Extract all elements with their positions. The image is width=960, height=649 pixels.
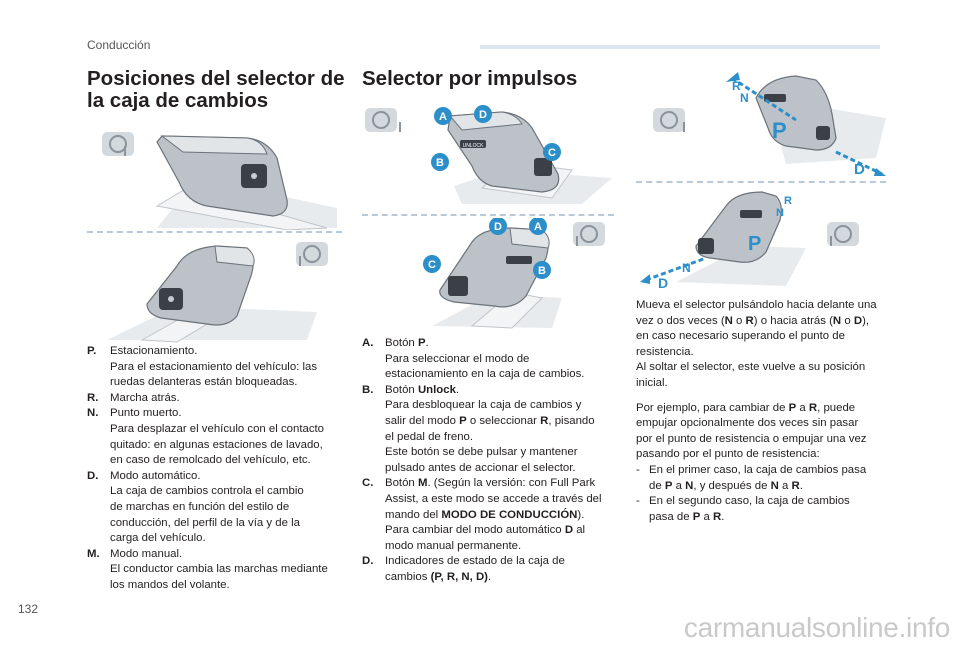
page-number: 132 bbox=[18, 602, 39, 616]
svg-text:D: D bbox=[494, 221, 502, 233]
impulse-selector-illustration-bottom: D A C B bbox=[423, 218, 605, 329]
definition-n: N. Punto muerto.Para desplazar el vehícu… bbox=[87, 407, 325, 467]
right-text: Mueva el selector pulsándolo hacia delan… bbox=[636, 298, 896, 525]
steering-wheel-icon bbox=[365, 108, 397, 132]
badge-a-bottom: A bbox=[529, 218, 547, 235]
list-item-2: - En el segundo caso, la caja de cambios… bbox=[636, 495, 850, 523]
paragraph-2: Por ejemplo, para cambiar de P a R, pued… bbox=[636, 401, 867, 461]
gear-letter-d-2: D bbox=[658, 275, 668, 291]
definition-d: D. Modo automático.La caja de cambios co… bbox=[87, 469, 304, 545]
svg-text:B: B bbox=[538, 265, 546, 277]
badge-b-bottom: B bbox=[533, 261, 551, 279]
unlock-label: UNLOCK bbox=[463, 143, 485, 149]
impulse-selector-illustration-top: UNLOCK A D C B bbox=[365, 105, 612, 204]
svg-text:C: C bbox=[548, 147, 556, 159]
gear-letter-r-2: R bbox=[784, 195, 792, 207]
middle-section-title: Selector por impulsos bbox=[362, 67, 578, 90]
definition-b: B. Botón Unlock. Para desbloquear la caj… bbox=[362, 383, 595, 474]
gear-selector-illustration-bottom bbox=[107, 242, 328, 343]
section-header: Conducción bbox=[87, 38, 151, 52]
divider-right bbox=[636, 181, 886, 183]
definition-m: M. Modo manual.El conductor cambia las m… bbox=[87, 547, 328, 591]
gear-letter-r: R bbox=[732, 79, 741, 93]
badge-d: D bbox=[474, 105, 492, 123]
badge-c-bottom: C bbox=[423, 255, 441, 273]
svg-text:D: D bbox=[479, 109, 487, 121]
gear-letter-d: D bbox=[854, 161, 865, 178]
gear-letter-p: P bbox=[772, 118, 787, 143]
steering-wheel-icon bbox=[573, 222, 605, 246]
left-definitions: P. Estacionamiento.Para el estacionamien… bbox=[87, 344, 352, 594]
paragraph-1: Mueva el selector pulsándolo hacia delan… bbox=[636, 299, 877, 389]
gear-letter-p-2: P bbox=[748, 233, 761, 255]
svg-text:A: A bbox=[439, 111, 447, 123]
definition-r: R. Marcha atrás. bbox=[87, 391, 180, 404]
svg-text:B: B bbox=[436, 157, 444, 169]
definition-c: C. Botón M. (Según la versión: con Full … bbox=[362, 477, 602, 552]
gear-letter-n-2: N bbox=[776, 207, 784, 219]
gear-letter-n: N bbox=[740, 91, 749, 105]
badge-d-bottom: D bbox=[489, 218, 507, 235]
header-rule bbox=[480, 45, 880, 49]
middle-definitions: A. Botón P. Para seleccionar el modo de … bbox=[362, 336, 624, 586]
badge-b: B bbox=[431, 153, 449, 171]
selector-backward-illustration: R N P N D bbox=[640, 191, 859, 291]
arrow-back-icon bbox=[874, 168, 886, 176]
steering-wheel-icon bbox=[296, 242, 328, 266]
arrow-back-icon-2 bbox=[640, 274, 650, 284]
badge-c: C bbox=[543, 143, 561, 161]
list-item-1: - En el primer caso, la caja de cambios … bbox=[636, 463, 867, 492]
divider-middle bbox=[362, 214, 614, 216]
watermark: carmanualsonline.info bbox=[683, 612, 950, 643]
selector-forward-illustration: R N P D bbox=[653, 72, 886, 178]
svg-text:A: A bbox=[534, 221, 542, 233]
steering-wheel-icon bbox=[653, 108, 685, 132]
left-section-title: Posiciones del selector de la caja de ca… bbox=[87, 67, 345, 112]
definition-a: A. Botón P. Para seleccionar el modo de … bbox=[362, 337, 585, 381]
steering-wheel-icon bbox=[827, 222, 859, 246]
gear-selector-illustration-top bbox=[102, 132, 337, 230]
badge-a: A bbox=[434, 107, 452, 125]
gear-letter-n-3: N bbox=[682, 261, 691, 275]
definition-d-status: D. Indicadores de estado de la caja de c… bbox=[362, 555, 565, 583]
definition-p: P. Estacionamiento.Para el estacionamien… bbox=[87, 345, 318, 389]
svg-text:C: C bbox=[428, 259, 436, 271]
divider-left bbox=[87, 231, 342, 233]
